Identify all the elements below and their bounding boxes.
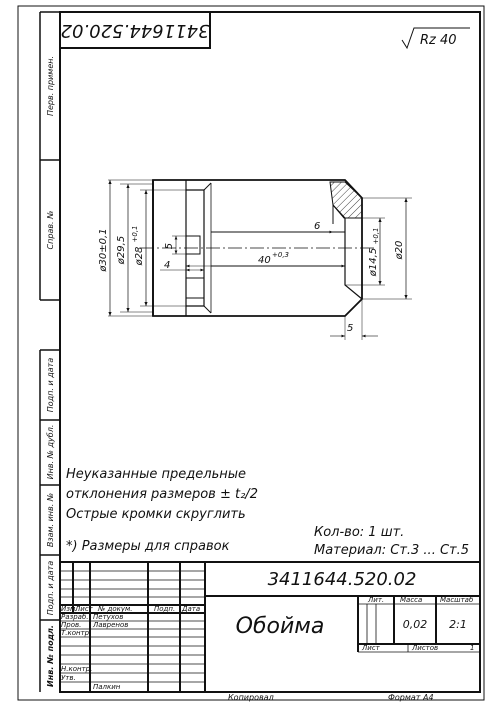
tb-hdr-mass: Масса: [400, 596, 422, 604]
top-designation-text: 3411644.520.02: [61, 20, 210, 41]
tb-list-label: Лист: [361, 644, 381, 652]
note-line-1: Неуказанные предельные: [66, 467, 246, 482]
tb-role-tkontr: Т.контр.: [61, 629, 91, 637]
tb-hdr-lit: Лит.: [367, 596, 384, 604]
dim-d28: ø28: [134, 247, 145, 267]
dim-40: 40: [258, 255, 271, 266]
footer-format: Формат А4: [388, 693, 434, 702]
tb-mass: 0,02: [403, 618, 428, 631]
side-label-perv-primen: Перв. примен.: [46, 56, 55, 116]
tb-role-prov: Пров.: [61, 621, 81, 629]
dim-d28-tol: +0,1: [131, 226, 139, 243]
dim-d30: ø30±0,1: [98, 228, 109, 272]
side-label-inv-dubl: Инв. № дубл.: [46, 425, 55, 480]
roughness-sign: [401, 27, 470, 50]
dim-40-tol: +0,3: [272, 251, 289, 259]
dim-6: 6: [314, 221, 320, 232]
tb-scale: 2:1: [449, 618, 467, 631]
tb-designation: 3411644.520.02: [268, 569, 417, 590]
note-quantity: Кол-во: 1 шт.: [314, 525, 404, 540]
dim-d14-5: ø14,5: [368, 248, 379, 277]
side-label-vzam-inv: Взам. инв. №: [46, 493, 55, 547]
side-label-podp-data-2: Подп. и дата: [46, 561, 55, 616]
inner-frame: [59, 11, 481, 693]
note-reference: *) Размеры для справок: [66, 539, 230, 554]
note-material: Материал: Ст.3 ... Ст.5: [314, 543, 469, 558]
roughness-value: Rz 40: [420, 33, 457, 48]
tb-hdr-doc: № докум.: [97, 605, 133, 613]
dim-d14-5-tol: +0,1: [372, 228, 380, 245]
side-label-sprav-no: Справ. №: [46, 211, 55, 250]
tb-name-prov: Лавренов: [92, 621, 128, 629]
dim-5-left: 5: [164, 243, 175, 249]
dim-4: 4: [164, 260, 170, 271]
dim-d20: ø20: [394, 241, 405, 261]
tb-name-utv: Палкин: [93, 683, 121, 691]
tb-role-utv: Утв.: [61, 674, 76, 682]
part-section: [140, 179, 375, 317]
note-line-3: Острые кромки скруглить: [66, 507, 246, 522]
side-label-inv-podl: Инв. № подл.: [46, 625, 55, 687]
tb-lists-count: 1: [470, 644, 474, 652]
tb-role-nkontr: Н.контр.: [61, 665, 92, 673]
tb-lists-label: Листов: [411, 644, 438, 652]
tb-hdr-izm: Изм.: [61, 605, 77, 613]
tb-hdr-list: Лист: [74, 605, 94, 613]
left-margin-strips: [39, 11, 60, 692]
dim-5-bottom: 5: [347, 323, 353, 334]
tb-part-name: Обойма: [236, 614, 325, 639]
tb-hdr-scale: Масштаб: [440, 596, 474, 604]
footer-copied: Копировал: [228, 693, 274, 702]
dimension-lines: [108, 179, 412, 340]
tb-hdr-date: Дата: [181, 605, 200, 613]
side-label-podp-data-1: Подп. и дата: [46, 358, 55, 413]
dim-d29-5: ø29,5: [116, 236, 127, 265]
note-line-2: отклонения размеров ± t₂/2: [66, 487, 258, 502]
tb-name-razrab: Петухов: [93, 613, 123, 621]
tb-hdr-sign: Подп.: [154, 605, 175, 613]
tb-role-razrab: Разраб.: [61, 613, 89, 621]
title-block: [59, 561, 481, 693]
outer-frame: [17, 5, 485, 701]
top-designation-box: [59, 11, 211, 49]
